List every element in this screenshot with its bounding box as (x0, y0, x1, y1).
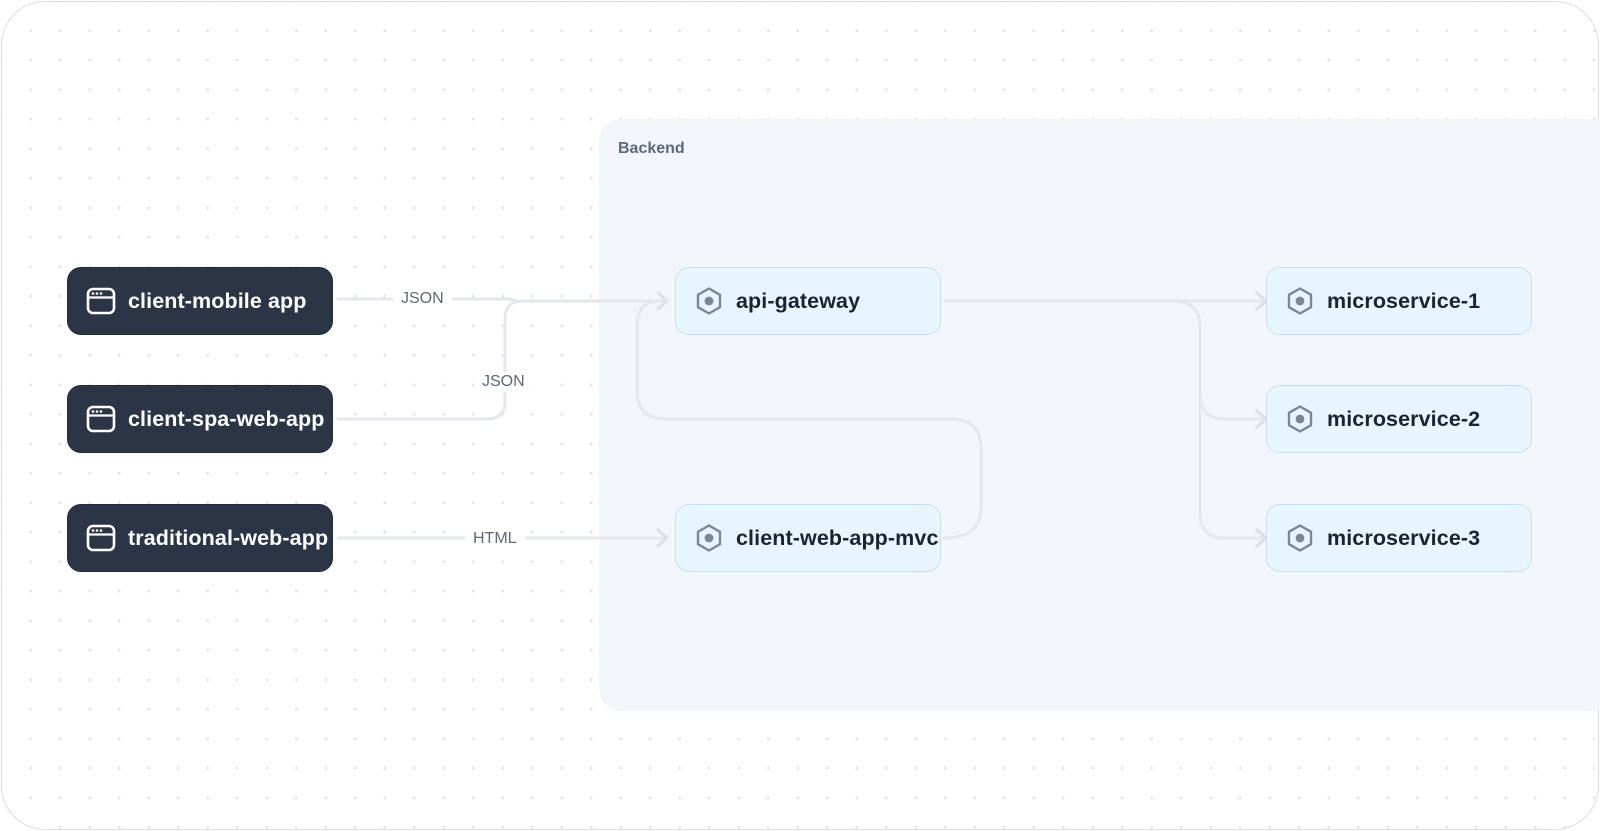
node-microservice-2[interactable]: microservice-2 (1266, 385, 1532, 453)
edge-label-json-spa: JSON (474, 372, 533, 392)
backend-group-label: Backend (618, 140, 685, 157)
node-label: traditional-web-app (128, 525, 329, 550)
node-label: api-gateway (736, 288, 861, 313)
hexagon-service-icon (694, 286, 724, 316)
browser-window-icon (86, 286, 116, 316)
node-microservice-3[interactable]: microservice-3 (1266, 504, 1532, 572)
node-label: client-mobile app (128, 288, 307, 313)
node-microservice-1[interactable]: microservice-1 (1266, 267, 1532, 335)
edge-label-html: HTML (465, 529, 525, 549)
hexagon-service-icon (1285, 404, 1315, 434)
browser-window-icon (86, 523, 116, 553)
node-label: microservice-2 (1327, 406, 1481, 431)
node-label: microservice-1 (1327, 288, 1481, 313)
hexagon-service-icon (694, 523, 724, 553)
edge-label-json-mobile: JSON (393, 289, 452, 309)
node-client-spa-web-app[interactable]: client-spa-web-app (67, 385, 333, 453)
node-label: client-spa-web-app (128, 406, 325, 431)
node-client-web-app-mvc[interactable]: client-web-app-mvc (675, 504, 941, 572)
node-label: microservice-3 (1327, 525, 1481, 550)
node-label: client-web-app-mvc (736, 525, 939, 550)
node-api-gateway[interactable]: api-gateway (675, 267, 941, 335)
browser-window-icon (86, 404, 116, 434)
node-traditional-web-app[interactable]: traditional-web-app (67, 504, 333, 572)
node-client-mobile-app[interactable]: client-mobile app (67, 267, 333, 335)
hexagon-service-icon (1285, 523, 1315, 553)
hexagon-service-icon (1285, 286, 1315, 316)
